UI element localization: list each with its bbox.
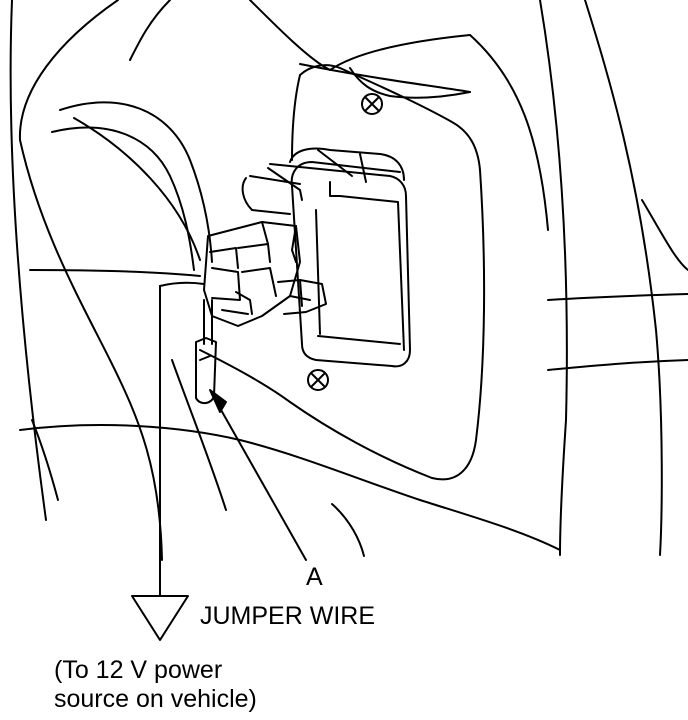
callout-label-a: A <box>306 563 323 591</box>
jumper-wire <box>159 281 205 597</box>
power-source-label-line1: (To 12 V power <box>54 656 223 684</box>
resistor-housing <box>241 147 411 368</box>
callout-leader <box>211 393 307 561</box>
screw-icon <box>361 93 383 115</box>
power-source-label-line2: source on vehicle) <box>54 685 257 713</box>
mounting-plate <box>199 63 486 481</box>
jumper-probe <box>195 299 217 404</box>
wire-harness <box>51 101 213 271</box>
jumper-wire-label: JUMPER WIRE <box>200 602 375 630</box>
connector <box>203 221 327 327</box>
arrowhead-icon <box>209 389 227 413</box>
power-source-triangle-icon <box>131 595 189 641</box>
screw-icon <box>307 369 329 391</box>
dashboard-contours <box>9 0 688 561</box>
power-source-label: (To 12 V power source on vehicle) <box>54 656 354 714</box>
